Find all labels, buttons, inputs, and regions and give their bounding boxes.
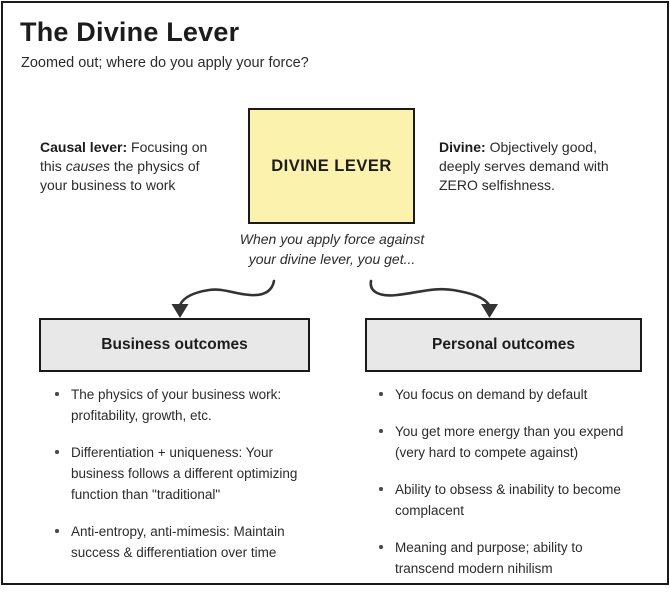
list-item: The physics of your business work: profi… xyxy=(55,384,311,426)
list-item: You focus on demand by default xyxy=(379,384,635,405)
list-item: Anti-entropy, anti-mimesis: Maintain suc… xyxy=(55,521,311,563)
diagram-frame: The Divine Lever Zoomed out; where do yo… xyxy=(1,1,669,585)
force-caption: When you apply force against your divine… xyxy=(239,231,425,267)
bullet-icon xyxy=(55,521,71,563)
page-title: The Divine Lever xyxy=(20,17,240,47)
divine-lever-label: DIVINE LEVER xyxy=(271,156,392,175)
bullet-text: The physics of your business work: profi… xyxy=(71,387,282,423)
bullet-icon xyxy=(55,442,71,505)
left-arrow-path xyxy=(178,279,276,307)
bullet-icon xyxy=(379,479,395,521)
causal-lever-note: Causal lever: Focusing on this causes th… xyxy=(40,138,222,195)
list-item: Meaning and purpose; ability to transcen… xyxy=(379,537,635,579)
divine-lever-box: DIVINE LEVER xyxy=(248,108,415,224)
bullet-text: Ability to obsess & inability to become … xyxy=(395,482,621,518)
business-outcomes-title: Business outcomes xyxy=(101,336,248,353)
personal-outcomes-header: Personal outcomes xyxy=(365,318,642,372)
page-subtitle: Zoomed out; where do you apply your forc… xyxy=(21,55,309,71)
list-item: Differentiation + uniqueness: Your busin… xyxy=(55,442,311,505)
right-arrow-path xyxy=(369,279,491,307)
right-arrowhead-icon xyxy=(481,304,498,318)
bullet-text: You get more energy than you expend (ver… xyxy=(395,424,624,460)
left-arrowhead-icon xyxy=(171,304,189,318)
business-outcomes-list: The physics of your business work: profi… xyxy=(55,384,311,579)
bullet-text: Anti-entropy, anti-mimesis: Maintain suc… xyxy=(71,524,285,560)
divine-note: Divine: Objectively good, deeply serves … xyxy=(439,138,621,195)
bullet-icon xyxy=(55,384,71,426)
bullet-icon xyxy=(379,421,395,463)
personal-outcomes-title: Personal outcomes xyxy=(432,336,575,353)
bullet-icon xyxy=(379,384,395,405)
causal-lever-text: Focusing on this xyxy=(40,139,208,174)
business-outcomes-header: Business outcomes xyxy=(39,318,310,372)
bullet-text: Differentiation + uniqueness: Your busin… xyxy=(71,445,298,502)
bullet-text: Meaning and purpose; ability to transcen… xyxy=(395,540,583,576)
causal-lever-italic: causes xyxy=(65,158,111,174)
personal-outcomes-list: You focus on demand by default You get m… xyxy=(379,384,635,595)
bullet-icon xyxy=(379,537,395,579)
list-item: Ability to obsess & inability to become … xyxy=(379,479,635,521)
list-item: You get more energy than you expend (ver… xyxy=(379,421,635,463)
causal-lever-rest: the physics of your business to work xyxy=(40,158,200,193)
bullet-text: You focus on demand by default xyxy=(395,387,588,402)
causal-lever-lead: Causal lever: xyxy=(40,139,128,155)
curved-arrows xyxy=(171,279,498,318)
divine-note-rest: Objectively good, deeply serves demand w… xyxy=(439,139,609,193)
divine-note-lead: Divine: xyxy=(439,139,486,155)
